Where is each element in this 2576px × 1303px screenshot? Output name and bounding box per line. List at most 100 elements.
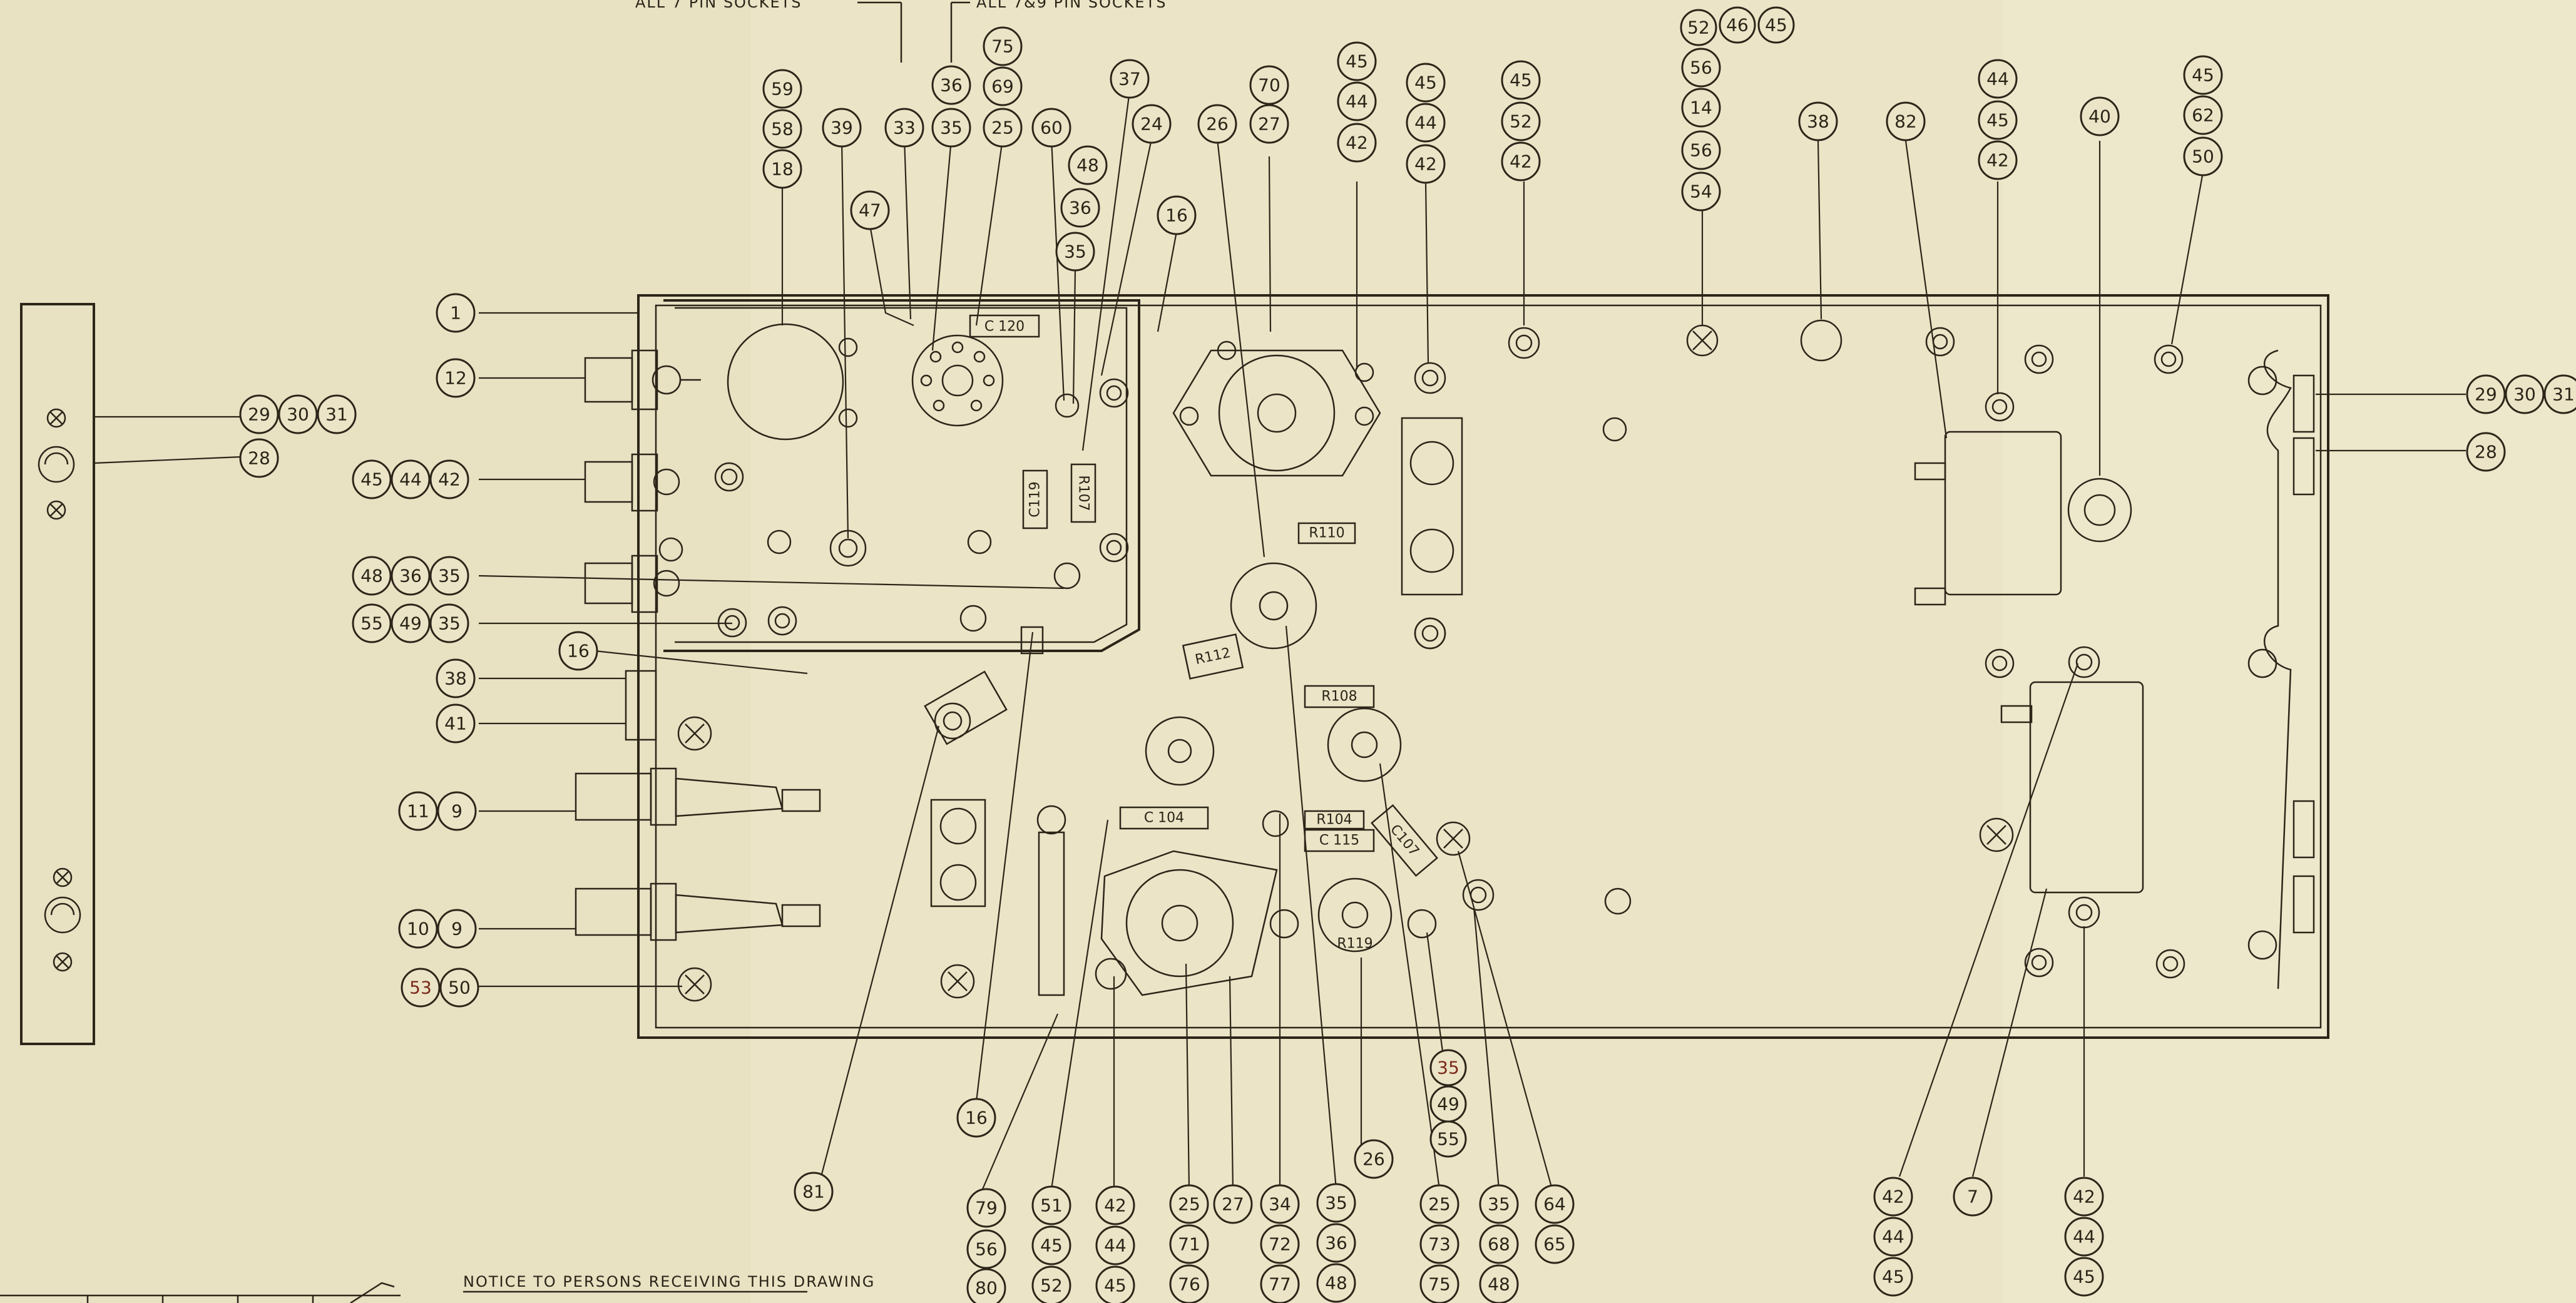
capacitor-c107 — [1371, 804, 1438, 877]
balloon-51: 51 — [1040, 1195, 1063, 1216]
resistor-r104 — [1304, 810, 1365, 830]
balloon-69: 69 — [991, 76, 1014, 97]
balloon-14: 14 — [1690, 98, 1712, 118]
balloon-45-e: 45 — [1986, 110, 2009, 131]
balloon-10: 10 — [407, 919, 429, 939]
balloon-left-35a: 35 — [438, 566, 461, 586]
balloon-left-36: 36 — [399, 566, 422, 586]
balloon-45-f: 45 — [2192, 65, 2214, 86]
balloon-52-g: 52 — [1040, 1275, 1063, 1296]
note-79-pin-sockets: ALL 7&9 PIN SOCKETS — [976, 0, 1167, 11]
leader-lines — [93, 90, 2466, 1190]
balloon-42-o: 42 — [2073, 1187, 2095, 1207]
balloon-35-m: 35 — [1488, 1194, 1510, 1215]
balloon-35b: 35 — [1064, 242, 1086, 262]
balloon-45-g: 45 — [1040, 1235, 1063, 1256]
balloon-58: 58 — [771, 119, 794, 140]
balloon-77: 77 — [1269, 1274, 1291, 1295]
balloon-60: 60 — [1040, 118, 1063, 138]
balloon-18: 18 — [771, 159, 794, 180]
label-c104: C 104 — [1144, 810, 1184, 826]
balloon-25-i: 25 — [1178, 1194, 1200, 1215]
resistor-r108 — [1304, 685, 1375, 708]
balloon-36b: 36 — [1069, 198, 1091, 218]
balloon-38-top: 38 — [1807, 111, 1829, 132]
balloon-right-30: 30 — [2513, 384, 2536, 405]
right-deck — [1914, 327, 2315, 979]
balloon-12: 12 — [444, 368, 467, 389]
balloon-79: 79 — [975, 1198, 998, 1219]
main-deck: R110 R112 C 104 R108 R104 C 115 C107 R11… — [924, 319, 1843, 999]
balloon-42-a: 42 — [1346, 133, 1368, 153]
label-c120: C 120 — [984, 319, 1025, 335]
transformer-lower — [2029, 681, 2144, 894]
title-block-fragment: NOTICE TO PERSONS RECEIVING THIS DRAWING — [0, 1273, 874, 1303]
tube-socket-r108 — [1327, 707, 1402, 782]
left-panel-jacks — [575, 349, 821, 1002]
balloon-11: 11 — [407, 801, 429, 822]
balloon-52-c: 52 — [1510, 111, 1532, 132]
balloon-right-28: 28 — [2475, 442, 2497, 462]
balloon-left-44: 44 — [399, 469, 422, 490]
balloon-35-j: 35 — [1325, 1193, 1347, 1214]
fuse-holder-11 — [575, 767, 821, 826]
balloon-59: 59 — [771, 79, 794, 100]
balloon-81: 81 — [802, 1182, 825, 1202]
balloon-26-top: 26 — [1206, 114, 1229, 135]
balloon-45-d: 45 — [1765, 15, 1787, 36]
balloon-26-bottom: 26 — [1362, 1149, 1385, 1170]
tube-socket-7pin-left — [911, 334, 1004, 427]
header-notes: ALL 7 PIN SOCKETS ALL 7&9 PIN SOCKETS — [635, 0, 1167, 63]
balloon-45-h: 45 — [1104, 1275, 1127, 1296]
balloon-group-bottom: 81 16 79 56 80 51 45 52 42 44 45 25 71 7… — [794, 1049, 2104, 1303]
balloon-27-bottom: 27 — [1222, 1194, 1244, 1215]
ferrite-pot-18 — [727, 323, 844, 441]
chassis-outline — [637, 294, 2329, 1039]
balloon-42-n: 42 — [1882, 1187, 1904, 1207]
balloon-left-35b: 35 — [438, 613, 461, 634]
balloon-42-b: 42 — [1414, 154, 1437, 175]
balloon-76: 76 — [1178, 1274, 1200, 1295]
balloon-56-b: 56 — [1690, 140, 1712, 161]
jack-12 — [584, 349, 701, 411]
shielded-section: C 120 C119 R107 — [717, 314, 1129, 655]
balloon-9b: 9 — [451, 919, 463, 939]
balloon-46: 46 — [1726, 15, 1749, 36]
balloon-left-49: 49 — [399, 613, 422, 634]
balloon-group-top: 59 58 18 39 47 33 36 35 75 69 25 60 48 3… — [762, 6, 2223, 272]
label-r110: R110 — [1309, 526, 1344, 541]
balloon-45-c: 45 — [1510, 70, 1532, 91]
capacitor-c119 — [1022, 469, 1048, 529]
balloon-75-l: 75 — [1428, 1274, 1451, 1295]
balloon-left-55: 55 — [360, 613, 383, 634]
balloon-strip-28: 28 — [248, 448, 270, 469]
jack-35 — [584, 537, 683, 613]
balloon-70: 70 — [1258, 75, 1280, 96]
balloon-75: 75 — [991, 36, 1014, 57]
balloon-27-top: 27 — [1258, 114, 1280, 135]
balloon-right-31: 31 — [2552, 384, 2575, 405]
balloon-37: 37 — [1118, 69, 1141, 89]
balloon-45-o: 45 — [2073, 1267, 2095, 1287]
fuse-holder-10 — [575, 882, 821, 941]
label-r108: R108 — [1321, 689, 1357, 705]
balloon-36: 36 — [940, 75, 963, 96]
resistor-r107 — [1070, 463, 1096, 523]
balloon-40: 40 — [2088, 106, 2111, 127]
balloon-44-h: 44 — [1104, 1235, 1127, 1256]
balloon-25-l: 25 — [1428, 1194, 1451, 1215]
balloon-64: 64 — [1543, 1194, 1566, 1215]
octal-socket-plate — [1172, 349, 1381, 477]
balloon-7: 7 — [1967, 1187, 1978, 1207]
balloon-strip-31: 31 — [325, 404, 348, 425]
side-bracket-view — [20, 303, 95, 1045]
balloon-16-top: 16 — [1165, 205, 1188, 226]
balloon-right-29: 29 — [2475, 384, 2497, 405]
balloon-left-42: 42 — [438, 469, 461, 490]
balloon-left-45: 45 — [360, 469, 383, 490]
balloon-44-n: 44 — [1882, 1227, 1904, 1247]
balloon-44-o: 44 — [2073, 1227, 2095, 1247]
balloon-44-e: 44 — [1986, 69, 2009, 89]
balloon-25: 25 — [991, 118, 1014, 138]
